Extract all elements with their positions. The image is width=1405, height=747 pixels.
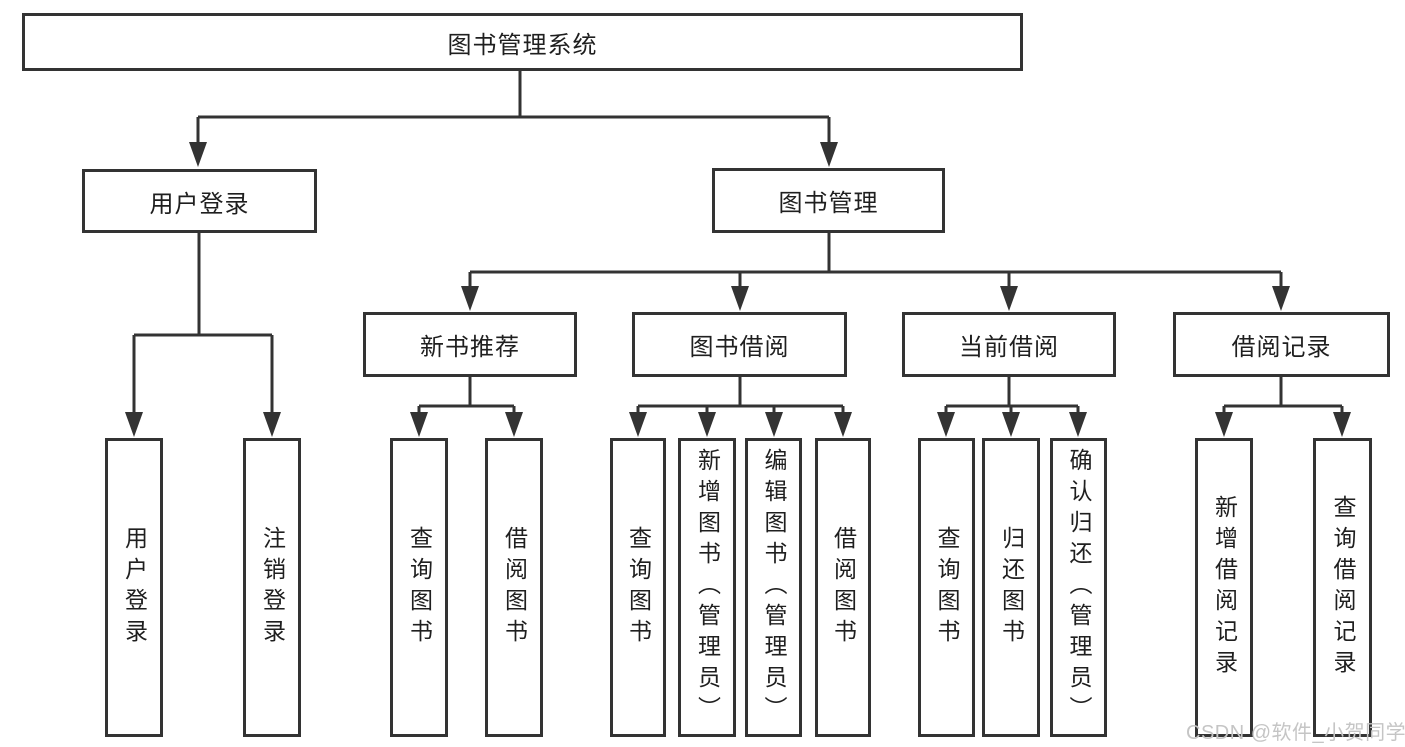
leaf-add-books-admin: 新增图书（管理员） xyxy=(678,438,736,737)
node-label: 归还图书 xyxy=(998,525,1025,650)
node-label: 当前借阅 xyxy=(959,334,1059,361)
arrowhead xyxy=(1215,412,1233,437)
arrowheads-group xyxy=(125,142,1351,437)
arrowhead xyxy=(189,142,207,167)
leaf-newbooks-query-books: 查询图书 xyxy=(390,438,448,737)
node-current-borrow: 当前借阅 xyxy=(902,312,1116,377)
leaf-add-borrow-record: 新增借阅记录 xyxy=(1195,438,1253,737)
node-borrow-records: 借阅记录 xyxy=(1173,312,1390,377)
node-label: 查询图书 xyxy=(406,525,433,650)
node-book-borrow: 图书借阅 xyxy=(632,312,847,377)
leaf-logout: 注销登录 xyxy=(243,438,301,737)
node-label: 查询图书 xyxy=(625,525,652,650)
node-label: 新书推荐 xyxy=(420,334,520,361)
leaf-confirm-return-admin: 确认归还（管理员） xyxy=(1050,438,1107,737)
node-label: 图书管理 xyxy=(778,190,879,217)
arrowhead xyxy=(1069,412,1087,437)
node-label: 确认归还（管理员） xyxy=(1066,448,1092,727)
node-user-login: 用户登录 xyxy=(82,169,317,233)
leaf-newbooks-borrow-books: 借阅图书 xyxy=(485,438,543,737)
arrowhead xyxy=(731,286,749,311)
node-label: 查询图书 xyxy=(934,525,960,650)
arrowhead xyxy=(834,412,852,437)
arrowhead xyxy=(1272,286,1290,311)
node-label: 借阅图书 xyxy=(830,525,857,650)
leaf-return-books: 归还图书 xyxy=(982,438,1040,737)
node-library-management-system: 图书管理系统 xyxy=(22,13,1023,71)
node-label: 借阅记录 xyxy=(1231,334,1332,361)
node-label: 图书借阅 xyxy=(689,334,790,361)
node-label: 用户登录 xyxy=(121,525,148,650)
leaf-borrow-borrow-books: 借阅图书 xyxy=(815,438,871,737)
node-label: 借阅图书 xyxy=(501,525,528,650)
arrowhead xyxy=(765,412,783,437)
node-label: 新增借阅记录 xyxy=(1211,494,1238,681)
node-label: 新增图书（管理员） xyxy=(694,448,721,727)
arrowhead xyxy=(461,286,479,311)
node-label: 编辑图书（管理员） xyxy=(761,448,787,727)
arrowhead xyxy=(937,412,955,437)
arrowhead xyxy=(1002,412,1020,437)
node-new-book-recommend: 新书推荐 xyxy=(363,312,577,377)
leaf-current-query-books: 查询图书 xyxy=(918,438,975,737)
node-label: 查询借阅记录 xyxy=(1330,494,1356,681)
leaf-borrow-query-books: 查询图书 xyxy=(610,438,666,737)
arrowhead xyxy=(1000,286,1018,311)
arrowhead xyxy=(263,412,281,437)
arrowhead xyxy=(505,412,523,437)
arrowhead xyxy=(698,412,716,437)
node-book-management: 图书管理 xyxy=(712,168,945,233)
node-label: 用户登录 xyxy=(149,190,250,218)
csdn-watermark: CSDN @软件_小贺同学 xyxy=(1186,722,1405,744)
leaf-edit-books-admin: 编辑图书（管理员） xyxy=(745,438,802,737)
node-label: 图书管理系统 xyxy=(447,31,598,59)
arrowhead xyxy=(125,412,143,437)
leaf-query-borrow-record: 查询借阅记录 xyxy=(1313,438,1372,737)
arrowhead xyxy=(1333,412,1351,437)
arrowhead xyxy=(410,412,428,437)
node-label: 注销登录 xyxy=(259,525,286,650)
connector-lines xyxy=(132,71,1344,413)
leaf-user-login: 用户登录 xyxy=(105,438,163,737)
arrowhead xyxy=(629,412,647,437)
arrowhead xyxy=(820,142,838,167)
